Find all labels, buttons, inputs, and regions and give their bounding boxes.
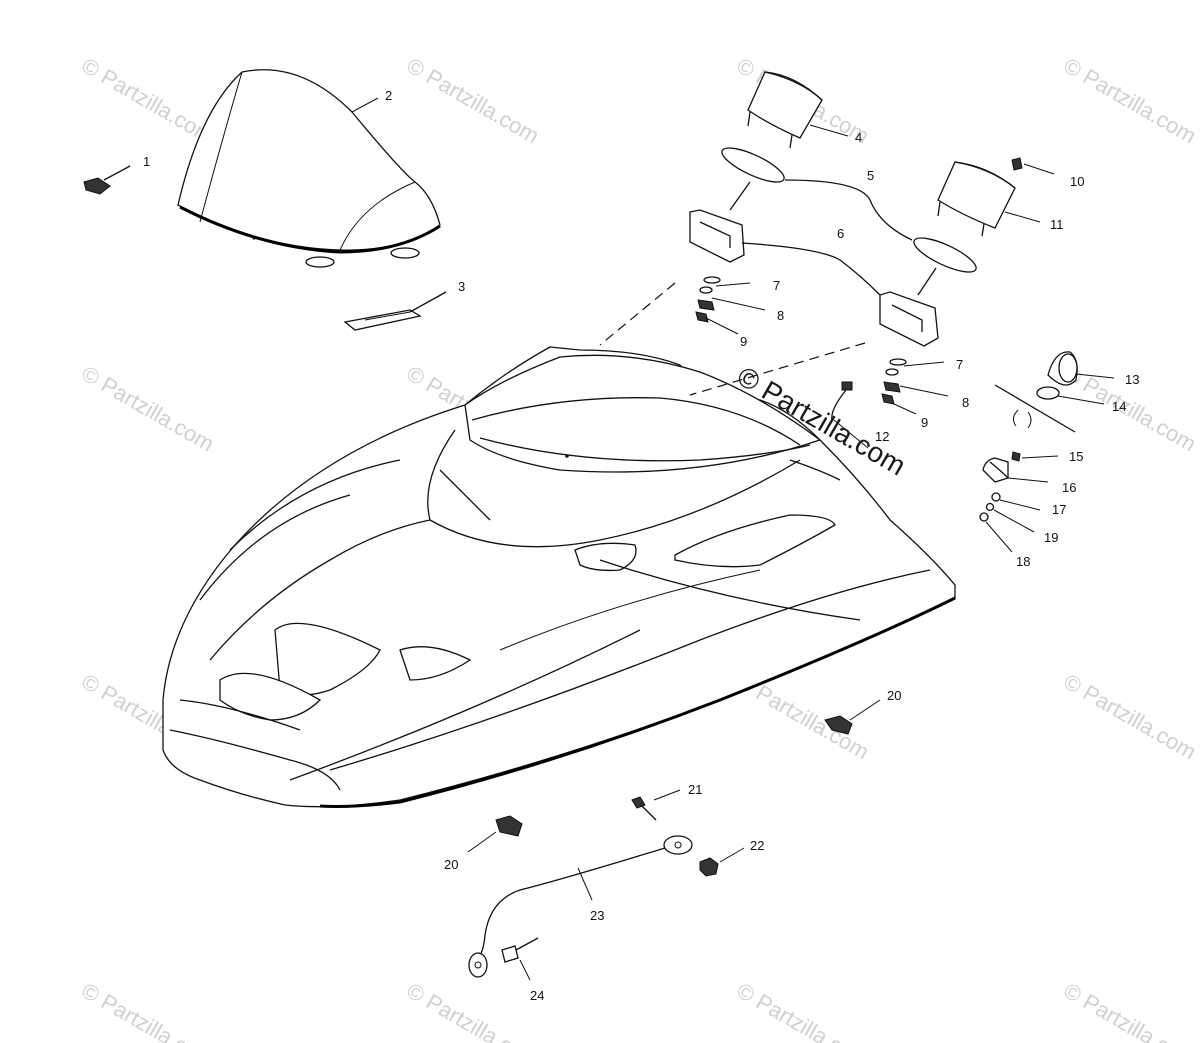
callout-number: 1 xyxy=(143,154,150,169)
callout-number: 2 xyxy=(385,88,392,103)
callout-number: 18 xyxy=(1016,554,1030,569)
gauge-ring xyxy=(721,147,785,183)
callout-number: 16 xyxy=(1062,480,1076,495)
callout-number: 7 xyxy=(956,357,963,372)
indicator-part xyxy=(1036,351,1078,400)
callout-number: 6 xyxy=(837,226,844,241)
callout-number: 20 xyxy=(444,857,458,872)
strap-part xyxy=(343,291,447,331)
callout-number: 23 xyxy=(590,908,604,923)
callout-number: 3 xyxy=(458,279,465,294)
watermark: © Partzilla.com xyxy=(78,53,219,149)
leader-lines xyxy=(351,97,1115,981)
callout-number: 8 xyxy=(777,308,784,323)
callout-number: 4 xyxy=(855,130,862,145)
gauge-bracket xyxy=(689,209,745,263)
callout-number: 13 xyxy=(1125,372,1139,387)
callout-number: 24 xyxy=(530,988,544,1003)
watermark: © Partzilla.com xyxy=(1060,978,1200,1043)
callout-number: 21 xyxy=(688,782,702,797)
watermark: © Partzilla.com xyxy=(1060,53,1200,149)
callout-number: 7 xyxy=(773,278,780,293)
callout-number: 20 xyxy=(887,688,901,703)
clip-part xyxy=(982,457,1009,483)
tether-cable xyxy=(468,835,693,978)
gauge-bracket xyxy=(879,291,939,347)
gauge-ring xyxy=(913,237,977,273)
dashed-guide xyxy=(599,282,676,346)
watermark: © Partzilla.com xyxy=(78,361,219,457)
callout-number: 5 xyxy=(867,168,874,183)
callout-number: 8 xyxy=(962,395,969,410)
nut-part xyxy=(699,857,719,877)
callout-labels: 1 2 3 4 5 6 7 8 9 7 8 9 10 11 12 13 14 1… xyxy=(143,88,1139,1003)
callout-number: 9 xyxy=(921,415,928,430)
screw-part xyxy=(83,165,131,195)
callout-number: 11 xyxy=(1050,217,1064,232)
callout-number: 17 xyxy=(1052,502,1066,517)
callout-number: 19 xyxy=(1044,530,1058,545)
watermark: © Partzilla.com xyxy=(403,53,544,149)
fastener-part xyxy=(1011,451,1021,462)
washer-part xyxy=(985,502,995,512)
dashed-guide xyxy=(689,342,866,396)
gauge-part-4 xyxy=(747,71,823,149)
watermark: © Partzilla.com xyxy=(403,978,544,1043)
screw-part xyxy=(1011,157,1023,171)
windshield xyxy=(177,69,441,268)
wire-part xyxy=(831,381,853,421)
clip-part xyxy=(824,715,853,735)
watermark: © Partzilla.com xyxy=(78,978,219,1043)
callout-number: 12 xyxy=(875,429,889,444)
watermark: © Partzilla.com xyxy=(1060,669,1200,765)
callout-number: 14 xyxy=(1112,399,1126,414)
gauge-part-11 xyxy=(937,161,1016,237)
fastener-set-b xyxy=(881,358,907,405)
callout-number: 10 xyxy=(1070,174,1084,189)
bolt-part xyxy=(631,796,657,821)
callout-number: 22 xyxy=(750,838,764,853)
fastener-set-a xyxy=(695,276,721,323)
hood-assembly xyxy=(162,346,956,808)
watermark: © Partzilla.com xyxy=(733,978,874,1043)
washer-part xyxy=(979,512,989,522)
callout-number: 15 xyxy=(1069,449,1083,464)
callout-number: 9 xyxy=(740,334,747,349)
washer-part xyxy=(991,492,1001,502)
rivet-part xyxy=(501,937,539,963)
clip-part xyxy=(495,815,523,837)
